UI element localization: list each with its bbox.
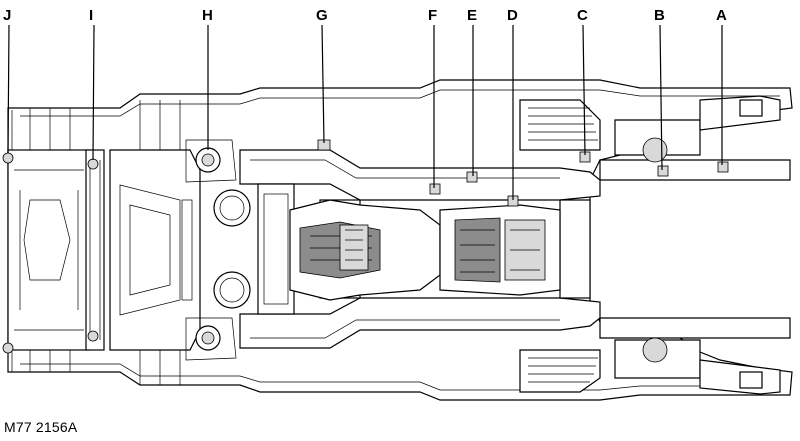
leader-b — [659, 24, 663, 171]
engine-bay — [439, 204, 561, 296]
wheel-wells — [181, 189, 251, 309]
callout-label-g: G — [316, 7, 328, 24]
callout-label-i: I — [89, 7, 93, 24]
callout-leaders — [7, 24, 723, 200]
callout-label-j: J — [3, 7, 11, 24]
callout-label-b: B — [654, 7, 665, 24]
rear-crossmember — [85, 149, 105, 351]
center-tunnel — [289, 199, 441, 301]
frame-rails — [239, 149, 791, 349]
front-extensions — [699, 95, 781, 395]
callout-label-f: F — [428, 7, 437, 24]
callout-label-a: A — [716, 7, 727, 24]
rear-mounts — [185, 139, 237, 361]
leader-c — [582, 24, 586, 156]
callout-label-d: D — [507, 7, 518, 24]
rear-panel — [7, 108, 91, 372]
callout-label-e: E — [467, 7, 477, 24]
leader-g — [321, 24, 325, 144]
leader-i — [92, 24, 95, 161]
figure-id: M77 2156A — [4, 419, 78, 435]
leader-j — [7, 24, 10, 154]
rear-suspension-area — [109, 100, 201, 385]
front-wheel-houses — [519, 99, 701, 393]
callout-label-h: H — [202, 7, 213, 24]
callout-labels: A B C D E F G H I J — [3, 7, 727, 24]
callout-label-c: C — [577, 7, 588, 24]
